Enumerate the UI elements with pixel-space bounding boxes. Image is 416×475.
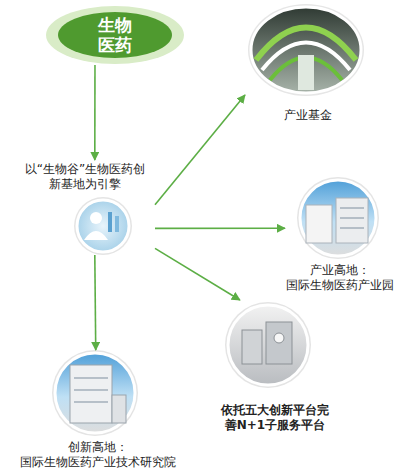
platform-node: 依托五大创新平台完善N+1子服务平台 <box>210 300 340 435</box>
fund-picture <box>248 4 364 96</box>
ellipse-ring <box>46 6 184 64</box>
node-label: 创新高地： <box>13 440 183 455</box>
arrow-connector <box>155 228 285 230</box>
park-node: 产业高地：国际生物医药产业园 <box>285 180 395 295</box>
engine-node: 以“生物谷”生物医药创新基地为引擎 <box>15 160 155 255</box>
node-label: 产业高地： <box>285 263 395 278</box>
park-picture <box>297 177 379 259</box>
arrow-connector <box>94 255 97 350</box>
fund-node: 产业基金 <box>245 5 370 125</box>
node-label: 依托五大创新平台完善N+1子服务平台 <box>219 403 331 433</box>
node-label: 国际生物医药产业园 <box>285 278 395 293</box>
ellipse-fill <box>58 12 172 58</box>
category-ellipse: 生物医药 <box>45 5 185 65</box>
institute-picture <box>52 350 138 436</box>
node-label: 国际生物医药产业技术研究院 <box>13 455 183 470</box>
node-label: 以“生物谷”生物医药创新基地为引擎 <box>21 162 149 192</box>
institute-node: 创新高地：国际生物医药产业技术研究院 <box>10 350 185 472</box>
arrow-connector <box>94 65 96 160</box>
category-label: 生物医药 <box>96 15 134 55</box>
platform-picture <box>225 302 311 388</box>
node-label: 产业基金 <box>253 108 363 123</box>
lab-picture <box>74 197 132 255</box>
arrow-connector <box>155 248 240 300</box>
arrow-connector <box>155 95 245 205</box>
